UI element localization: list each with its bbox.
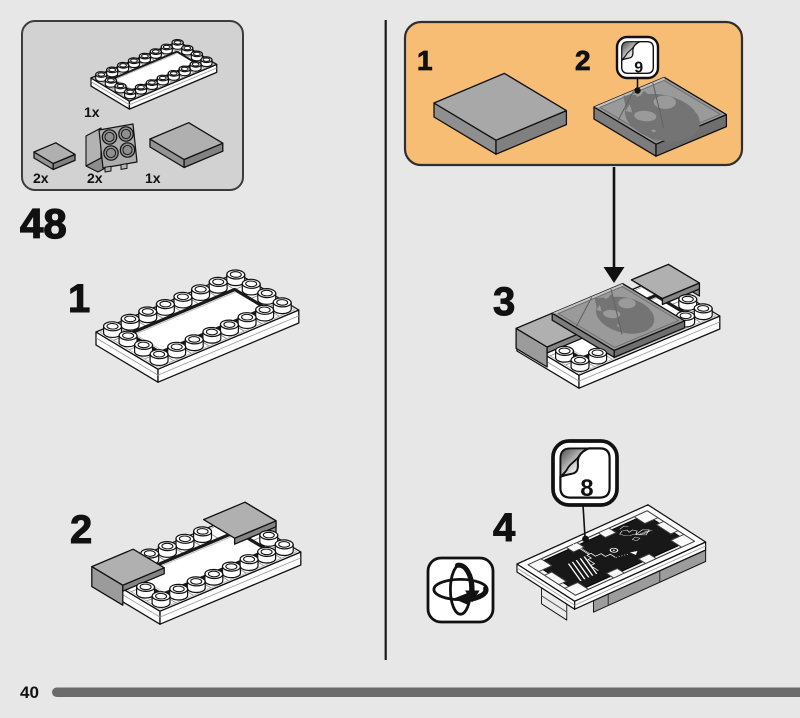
svg-text:40: 40 <box>20 683 39 702</box>
svg-text:1x: 1x <box>84 104 100 120</box>
svg-text:2x: 2x <box>87 170 103 186</box>
svg-text:8: 8 <box>580 475 593 502</box>
svg-text:48: 48 <box>20 200 67 247</box>
svg-text:3: 3 <box>493 280 515 324</box>
svg-text:4: 4 <box>493 506 516 550</box>
svg-text:1: 1 <box>68 277 90 321</box>
svg-text:1: 1 <box>417 45 433 76</box>
svg-text:2: 2 <box>70 508 92 552</box>
svg-text:1x: 1x <box>145 170 161 186</box>
svg-text:9: 9 <box>634 59 643 76</box>
svg-text:2x: 2x <box>33 170 49 186</box>
svg-text:2: 2 <box>575 45 591 76</box>
